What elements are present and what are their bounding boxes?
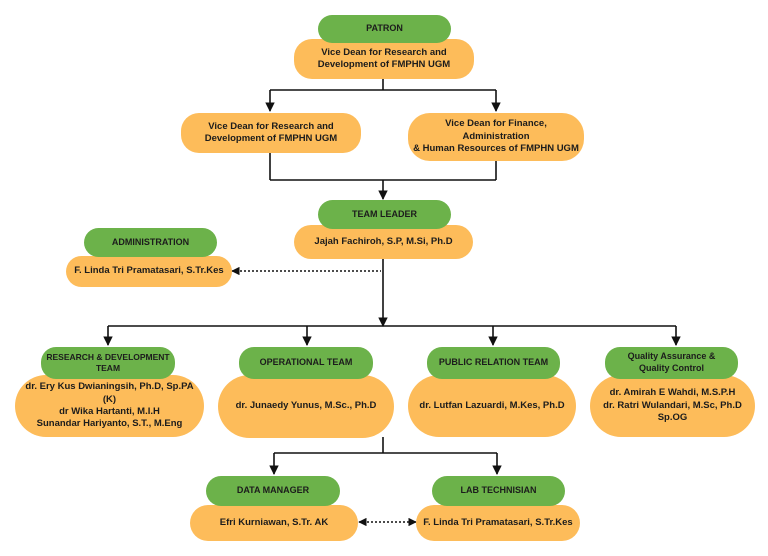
team-leader-title: TEAM LEADER bbox=[318, 200, 451, 229]
team-public-relation-members: dr. Lutfan Lazuardi, M.Kes, Ph.D bbox=[408, 375, 576, 437]
team-public-relation-title: PUBLIC RELATION TEAM bbox=[427, 347, 560, 379]
team-quality-title: Quality Assurance & Quality Control bbox=[605, 347, 738, 379]
data-manager-name: Efri Kurniawan, S.Tr. AK bbox=[190, 505, 358, 541]
team-leader-name: Jajah Fachiroh, S.P, M.Si, Ph.D bbox=[294, 225, 473, 259]
team-research-development-members: dr. Ery Kus Dwianingsih, Ph.D, Sp.PA (K)… bbox=[15, 375, 204, 437]
patron-name: Vice Dean for Research and Development o… bbox=[294, 39, 474, 79]
data-manager-title: DATA MANAGER bbox=[206, 476, 340, 506]
team-quality-members: dr. Amirah E Wahdi, M.S.P.H dr. Ratri Wu… bbox=[590, 375, 755, 437]
vice-dean-finance: Vice Dean for Finance, Administration & … bbox=[408, 113, 584, 161]
lab-technician-title: LAB TECHNISIAN bbox=[432, 476, 565, 506]
team-research-development-title: RESEARCH & DEVELOPMENT TEAM bbox=[41, 347, 175, 379]
team-operational-members: dr. Junaedy Yunus, M.Sc., Ph.D bbox=[218, 375, 394, 438]
vice-dean-research: Vice Dean for Research and Development o… bbox=[181, 113, 361, 153]
patron-title: PATRON bbox=[318, 15, 451, 43]
administration-title: ADMINISTRATION bbox=[84, 228, 217, 257]
administration-name: F. Linda Tri Pramatasari, S.Tr.Kes bbox=[66, 256, 232, 287]
lab-technician-name: F. Linda Tri Pramatasari, S.Tr.Kes bbox=[416, 505, 580, 541]
team-operational-title: OPERATIONAL TEAM bbox=[239, 347, 373, 379]
